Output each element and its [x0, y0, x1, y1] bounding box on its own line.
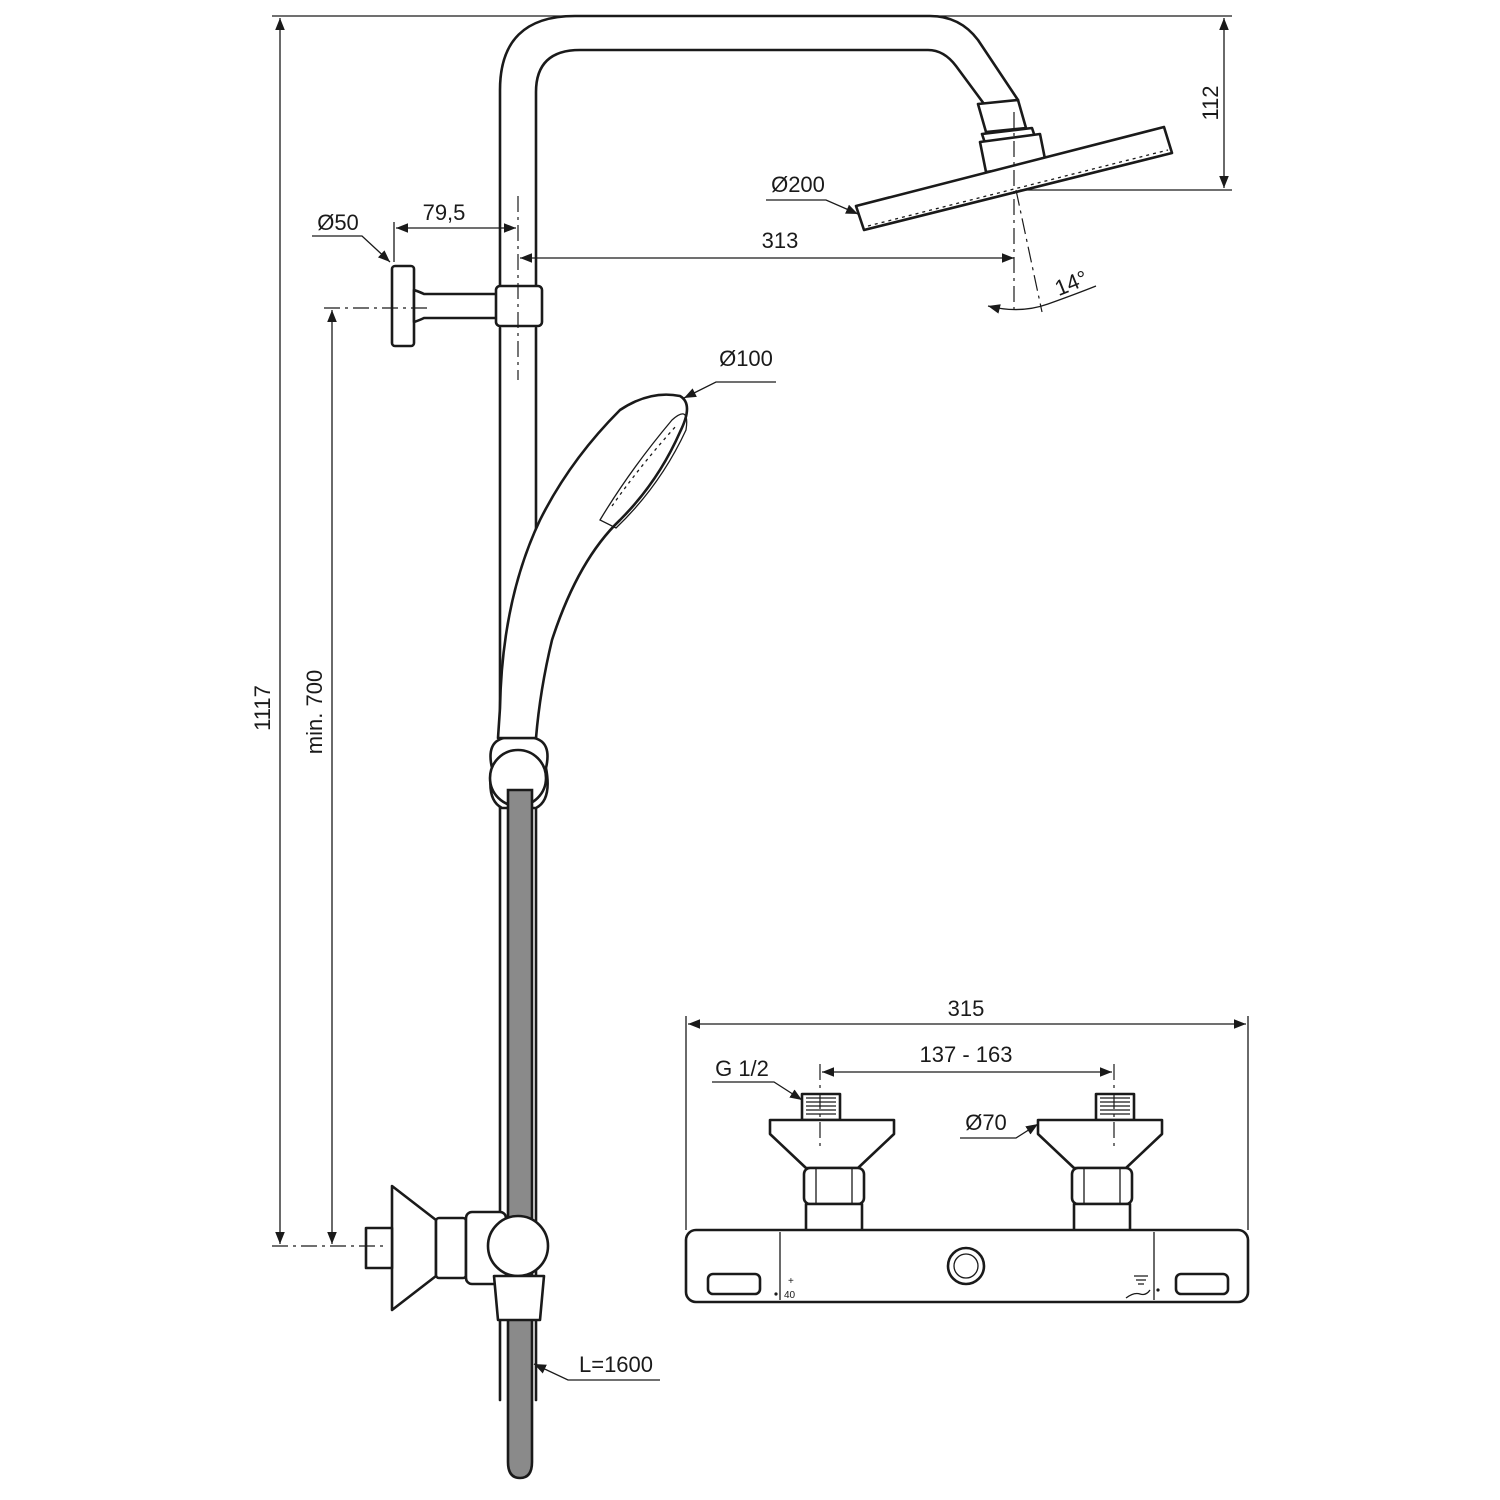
lower-outlet-knob[interactable] — [486, 1214, 550, 1278]
dim-escutcheon-diameter: Ø70 — [965, 1110, 1007, 1135]
left-escutcheon — [768, 1118, 896, 1170]
upper-bracket-arm — [412, 288, 502, 324]
arm-joint — [976, 98, 1028, 134]
shower-hose — [506, 788, 534, 1480]
dim-inlet-spacing: 137 - 163 — [920, 1042, 1013, 1067]
leader-head-shower — [766, 199, 859, 215]
dim-arm-height: 112 — [1198, 85, 1223, 120]
lower-connection-nut — [434, 1216, 468, 1280]
column-dimensions: 1117 min. 700 112 313 79,5 Ø50 Ø200 14° … — [250, 15, 1232, 1381]
temperature-40-marking: 40 — [784, 1290, 796, 1301]
lower-bracket-body — [492, 1274, 546, 1322]
dim-hose-length: L=1600 — [579, 1352, 653, 1377]
upper-wall-flange — [390, 264, 416, 348]
left-hex-nut — [802, 1166, 866, 1206]
hand-shower-nozzles — [611, 425, 677, 507]
dim-arm-reach: 313 — [762, 228, 799, 253]
right-escutcheon — [1036, 1118, 1164, 1170]
leader-hand-shower — [683, 381, 776, 399]
dim-head-tilt-arc — [987, 285, 1097, 314]
dim-thread: G 1/2 — [715, 1056, 769, 1081]
thermostatic-mixer: + 40 — [684, 1064, 1250, 1304]
temperature-plus-marking: + — [788, 1276, 794, 1287]
mixer-dimensions: 315 137 - 163 G 1/2 Ø70 — [685, 996, 1249, 1230]
lower-wall-flange — [390, 1184, 438, 1312]
left-thread-lines — [806, 1097, 836, 1115]
flow-handle-grip[interactable] — [1174, 1272, 1230, 1296]
dim-head-tilt: 14° — [1051, 265, 1091, 301]
dim-mixer-width: 315 — [948, 996, 985, 1021]
head-shower-nozzles — [867, 149, 1169, 227]
lower-threaded-stub — [364, 1226, 394, 1270]
temperature-handle-grip[interactable] — [706, 1272, 762, 1296]
dim-wall-offset: 79,5 — [423, 200, 466, 225]
leader-wall-flange — [312, 235, 391, 263]
riser-pipe-outer — [498, 14, 1020, 290]
left-hex-nut-facets — [815, 1168, 853, 1204]
riser-pipe-inner — [534, 48, 992, 290]
right-hex-nut — [1070, 1166, 1134, 1206]
leader-thread — [712, 1081, 803, 1101]
leader-escutcheon — [960, 1123, 1039, 1139]
hand-shower-face — [599, 413, 688, 529]
head-tilt-centerline — [1015, 189, 1043, 313]
safety-button[interactable] — [946, 1246, 986, 1286]
right-hex-nut-facets — [1083, 1168, 1121, 1204]
right-thread-lines — [1100, 1097, 1130, 1115]
dim-min-height: min. 700 — [302, 670, 327, 754]
flow-dot — [1156, 1288, 1160, 1292]
safety-button-ring — [953, 1253, 979, 1279]
leader-hose — [533, 1363, 660, 1381]
dim-head-shower-diameter: Ø200 — [771, 172, 825, 197]
dim-hand-shower-diameter: Ø100 — [719, 346, 773, 371]
hand-shower[interactable] — [496, 393, 689, 740]
temperature-dot — [774, 1292, 778, 1296]
shower-mode-icon — [1125, 1275, 1151, 1299]
shower-column — [272, 14, 1174, 1480]
dim-total-height: 1117 — [250, 685, 275, 731]
upper-bracket-clamp — [494, 284, 544, 328]
dim-wall-flange-diameter: Ø50 — [317, 210, 359, 235]
